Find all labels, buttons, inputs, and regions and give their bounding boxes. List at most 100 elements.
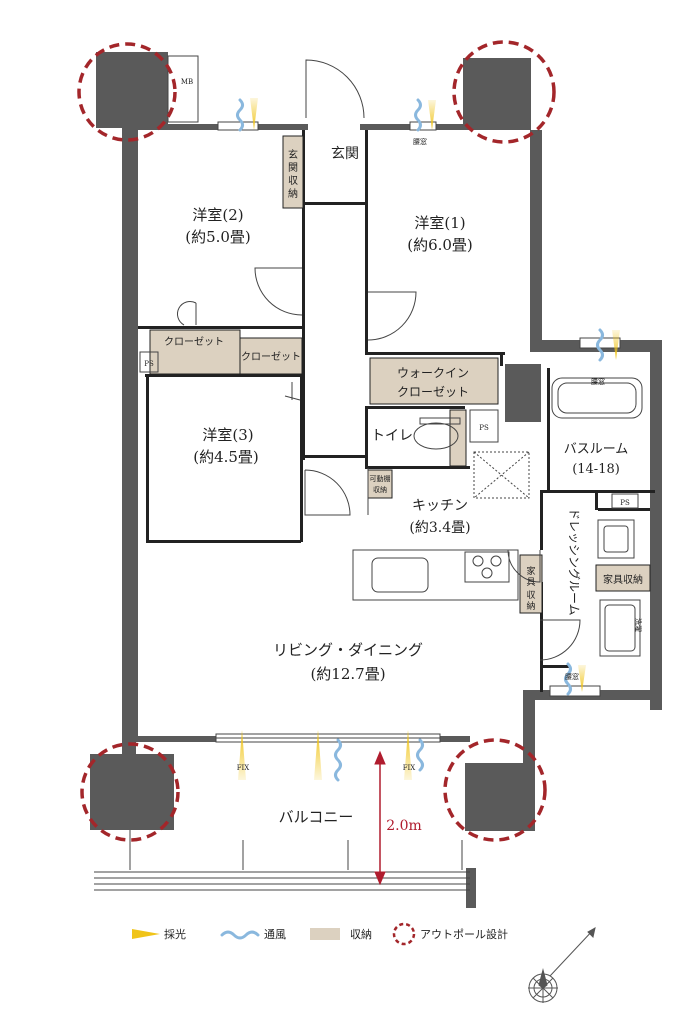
outer-walls: [122, 124, 662, 908]
balcony: [94, 830, 470, 891]
furniture-storage-a-char-1: 家: [526, 565, 535, 577]
label-furniture-storage-b: 家具収納: [603, 573, 643, 586]
small-labels: MB PS PS PS 腰窓 腰窓 腰窓 FIX FIX 洗濯: [144, 78, 643, 772]
column-top-left: [96, 52, 168, 128]
legend-label-light: 採光: [164, 927, 186, 941]
closet-b: [239, 337, 303, 375]
walk-in-closet: [369, 357, 499, 405]
legend-wind-icon: [220, 930, 260, 940]
label-fix-left: FIX: [237, 764, 250, 772]
stove: [464, 551, 510, 583]
doors: [176, 59, 581, 661]
fixtures: [139, 55, 643, 657]
room-name-kitchen: キッチン: [412, 498, 468, 514]
light-icon: [578, 665, 586, 692]
outpole-icon: [80, 742, 180, 842]
storage-areas: [149, 135, 651, 614]
column-bottom-right: [465, 763, 535, 831]
room-name-living-dining: リビング・ダイニング: [273, 641, 423, 659]
column-bath-right: [505, 364, 541, 422]
room-size-western-2: (約5.0畳): [185, 228, 251, 246]
windows: [215, 121, 621, 743]
room-name-toilet: トイレ: [371, 428, 413, 444]
label-ps-bedroom: PS: [144, 360, 154, 368]
bathtub: [551, 377, 643, 419]
furniture-storage-a-char-4: 納: [526, 600, 535, 612]
legend-label-storage: 収納: [350, 928, 372, 941]
movable-shelf-storage: [367, 469, 393, 499]
vanity: [597, 519, 635, 559]
light-icon: [314, 730, 322, 780]
legend: 採光 通風 収納 アウトポール設計: [132, 922, 508, 946]
kitchen-counter: [352, 549, 519, 601]
washer: [599, 599, 641, 657]
wind-icon: [596, 328, 604, 362]
legend-label-outpole: アウトポール設計: [420, 927, 508, 941]
legend-label-wind: 通風: [264, 928, 286, 941]
label-fix-right: FIX: [403, 764, 416, 772]
wind-icon: [564, 662, 572, 696]
toilet-bowl: [413, 422, 459, 450]
label-movable-shelf-1: 可動棚: [370, 474, 391, 483]
label-movable-shelf-2: 収納: [373, 485, 387, 494]
label-laundry: 洗濯: [634, 618, 643, 632]
compass-icon: [528, 927, 596, 1003]
room-name-bathroom: バスルーム: [564, 442, 629, 457]
room-name-balcony: バルコニー: [279, 808, 354, 826]
light-icon: [612, 330, 620, 360]
room-size-western-1: (約6.0畳): [407, 236, 473, 254]
entrance-storage-char-3: 収: [288, 175, 298, 187]
interior-walls: [138, 130, 655, 692]
ps-box-dressing: [611, 493, 639, 509]
column-top-right: [463, 58, 531, 130]
room-name-western-1: 洋室(1): [414, 214, 465, 232]
room-size-western-3: (約4.5畳): [193, 448, 259, 466]
room-size-bathroom: (14-18): [572, 462, 620, 477]
legend-outpole-icon: [392, 922, 416, 946]
balcony-depth-label: 2.0m: [386, 818, 422, 834]
outpole-markers: [77, 40, 556, 842]
room-name-closet-a: クローゼット: [164, 336, 224, 348]
vertical-labels: 玄 関 収 納 家 具 収 納 ドレッシングルーム: [288, 148, 581, 616]
furniture-storage-a: [519, 554, 543, 614]
closet-a: [149, 329, 241, 375]
columns: [90, 52, 541, 831]
label-ps-dressing: PS: [620, 499, 630, 507]
entrance-storage: [282, 135, 304, 209]
legend-light-icon: [132, 929, 160, 939]
room-name-western-3: 洋室(3): [202, 426, 253, 444]
wind-indicators: [236, 98, 604, 782]
label-mb: MB: [181, 78, 193, 86]
balcony-depth-dimension: [374, 750, 386, 886]
label-window-dressing: 腰窓: [565, 672, 579, 681]
wind-icon: [334, 738, 342, 782]
room-name-walk-in-2: クローゼット: [397, 385, 469, 399]
room-name-western-2: 洋室(2): [192, 206, 243, 224]
room-name-dressing: ドレッシングルーム: [567, 508, 581, 616]
light-icon: [428, 100, 436, 130]
room-name-walk-in-1: ウォークイン: [397, 366, 469, 380]
outpole-icon: [77, 42, 177, 142]
mb-box: [167, 55, 199, 123]
label-window-room1: 腰窓: [413, 137, 427, 146]
wind-icon: [414, 98, 422, 132]
entrance-storage-char-1: 玄: [288, 148, 298, 161]
room-name-closet-b: クローゼット: [241, 351, 301, 363]
wind-icon: [416, 738, 424, 772]
ps-box-toilet: [469, 409, 499, 443]
room-name-entrance: 玄関: [331, 145, 359, 162]
light-indicators: [238, 98, 620, 780]
furniture-storage-a-char-2: 具: [526, 577, 535, 588]
wind-icon: [236, 98, 244, 132]
light-icon: [250, 98, 258, 130]
room-size-living-dining: (約12.7畳): [310, 665, 385, 683]
label-ps-toilet: PS: [479, 424, 489, 432]
room-size-kitchen: (約3.4畳): [409, 520, 470, 536]
room-labels: 洋室(2) (約5.0畳) 洋室(1) (約6.0畳) 洋室(3) (約4.5畳…: [164, 145, 643, 834]
entrance-storage-char-4: 納: [288, 187, 298, 200]
furniture-storage-a-char-3: 収: [526, 589, 535, 601]
light-icon: [238, 730, 246, 780]
outpole-icon: [443, 738, 547, 842]
entrance-storage-char-2: 関: [288, 162, 298, 174]
